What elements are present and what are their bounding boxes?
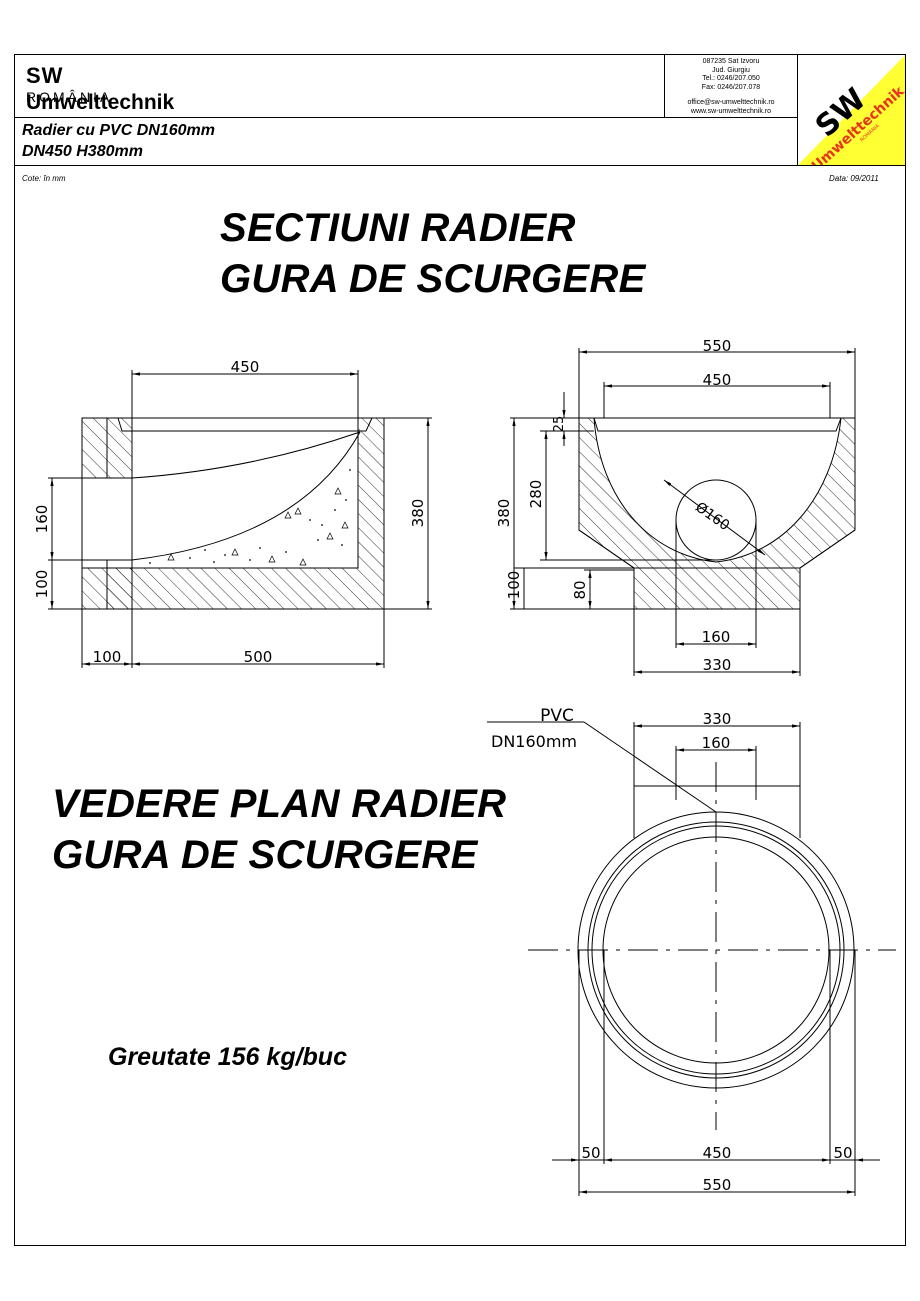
- date-note: Data: 09/2011: [829, 174, 879, 183]
- label-plan-50-right: 50: [833, 1144, 852, 1162]
- sections-title-line1: SECTIUNI RADIER: [220, 206, 576, 250]
- label-left-100: 100: [33, 570, 51, 599]
- left-upper-curve: [131, 431, 361, 479]
- plan-view: [487, 721, 896, 1196]
- label-plan-330: 330: [703, 710, 732, 728]
- label-right-450: 450: [703, 371, 732, 389]
- contact-block: office@sw-umwelttechnik.ro www.sw-umwelt…: [666, 99, 796, 116]
- label-right-25: 25: [552, 416, 567, 433]
- label-left-100b: 100: [93, 648, 122, 666]
- label-right-100: 100: [505, 571, 523, 600]
- sections-title-line2: GURA DE SCURGERE: [220, 257, 646, 301]
- email-text: office@sw-umwelttechnik.ro: [687, 99, 775, 106]
- weight-label: Greutate 156 kg/buc: [108, 1043, 347, 1071]
- logo-country: ROMÂNIA: [26, 89, 113, 105]
- label-plan-550: 550: [703, 1176, 732, 1194]
- label-dn160: DN160mm: [491, 732, 577, 751]
- address-line: Jud. Giurgiu: [712, 66, 750, 74]
- concrete-speckles: [167, 487, 349, 566]
- label-plan-450: 450: [703, 1144, 732, 1162]
- address-divider-left: [664, 54, 665, 118]
- drawing-frame: [14, 54, 906, 1246]
- brand-badge: SW Umwelttechnik ROMÂNIA: [798, 55, 905, 165]
- label-right-160: 160: [702, 628, 731, 646]
- label-right-280: 280: [527, 480, 545, 509]
- fax-line: Fax: 0246/207.078: [701, 83, 761, 91]
- label-left-500: 500: [244, 648, 273, 666]
- header-bottom-line: [14, 165, 906, 166]
- phone-line: Tel.: 0246/207.050: [702, 75, 760, 83]
- logo-company: Umwelttechnik: [26, 91, 175, 114]
- plan-title-line1: VEDERE PLAN RADIER: [52, 782, 507, 826]
- label-right-380: 380: [495, 499, 513, 528]
- badge-yellow-triangle: [798, 55, 905, 165]
- left-rim: [117, 417, 373, 432]
- logo-sw: SW: [26, 63, 64, 88]
- left-fill-curve: [131, 431, 361, 561]
- product-title-line1: Radier cu PVC DN160mm: [22, 122, 215, 139]
- label-left-160: 160: [33, 505, 51, 534]
- label-plan-50-left: 50: [581, 1144, 600, 1162]
- plan-title-line2: GURA DE SCURGERE: [52, 833, 478, 877]
- product-title-line2: DN450 H380mm: [22, 143, 143, 160]
- units-note: Cote: în mm: [22, 174, 66, 183]
- left-section-view: [48, 370, 432, 668]
- header-divider: [14, 117, 797, 118]
- website-text: www.sw-umwelttechnik.ro: [690, 107, 772, 115]
- label-left-380: 380: [409, 499, 427, 528]
- label-left-450: 450: [231, 358, 260, 376]
- address-block: 087235 Sat Izvoru Jud. Giurgiu Tel.: 024…: [666, 58, 796, 92]
- label-right-550: 550: [703, 337, 732, 355]
- pvc-leader-line: [583, 721, 717, 813]
- label-pvc: PVC: [540, 706, 574, 726]
- address-line: 087235 Sat Izvoru: [702, 58, 760, 65]
- label-plan-160: 160: [702, 734, 731, 752]
- label-right-330: 330: [703, 656, 732, 674]
- address-divider-right: [797, 54, 798, 165]
- right-section-view: [510, 348, 856, 676]
- label-right-80: 80: [571, 580, 589, 599]
